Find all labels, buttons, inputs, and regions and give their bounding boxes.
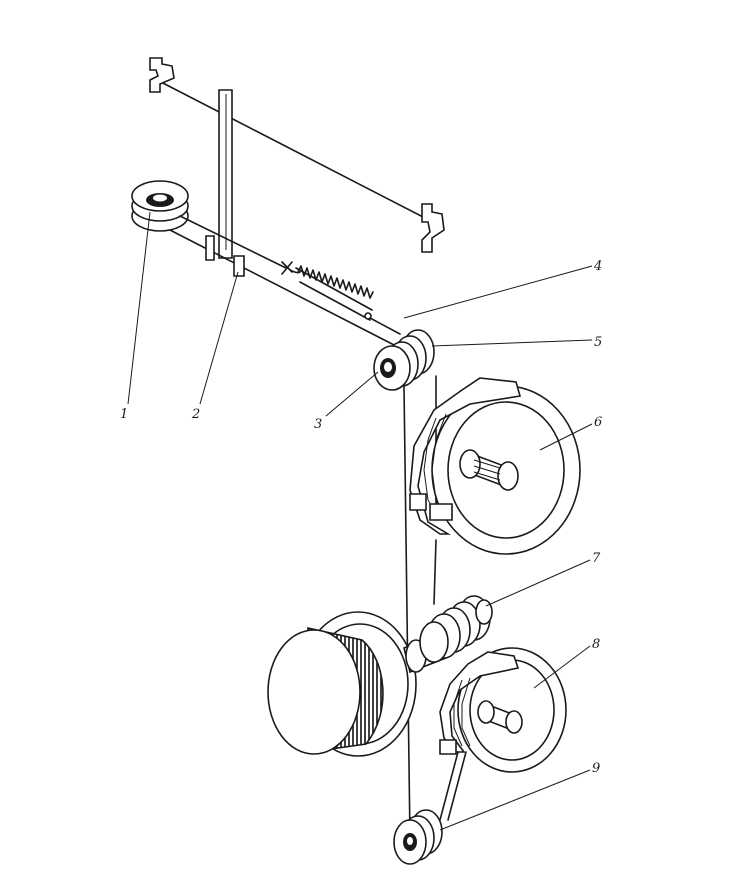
drum-6 [409, 377, 581, 555]
callout-3: 3 [314, 417, 322, 432]
callout-8: 8 [592, 637, 600, 652]
shaft-7 [419, 595, 493, 663]
pulley-1 [131, 180, 189, 232]
tuning-knob [267, 611, 447, 757]
callout-6: 6 [594, 415, 602, 430]
dial-cord-upper [156, 79, 426, 219]
callout-5: 5 [594, 335, 602, 350]
callout-labels: 1 2 3 4 5 6 7 8 9 [120, 259, 602, 776]
callout-2: 2 [191, 407, 200, 422]
dial-cord-lower [169, 215, 401, 347]
tension-spring [281, 261, 374, 321]
leader-lines [127, 211, 593, 831]
callout-4: 4 [593, 259, 602, 274]
pulley-3 [373, 329, 435, 391]
cord-hook-left [149, 57, 175, 93]
drum-8 [439, 647, 567, 773]
pointer-clip [205, 235, 245, 277]
cord-hook-right [421, 203, 445, 253]
pulley-9 [393, 809, 443, 865]
pointer-rod [218, 89, 233, 259]
callout-1: 1 [120, 407, 128, 422]
dial-cord-bottom [439, 751, 467, 821]
callout-9: 9 [592, 761, 600, 776]
callout-7: 7 [592, 551, 601, 566]
